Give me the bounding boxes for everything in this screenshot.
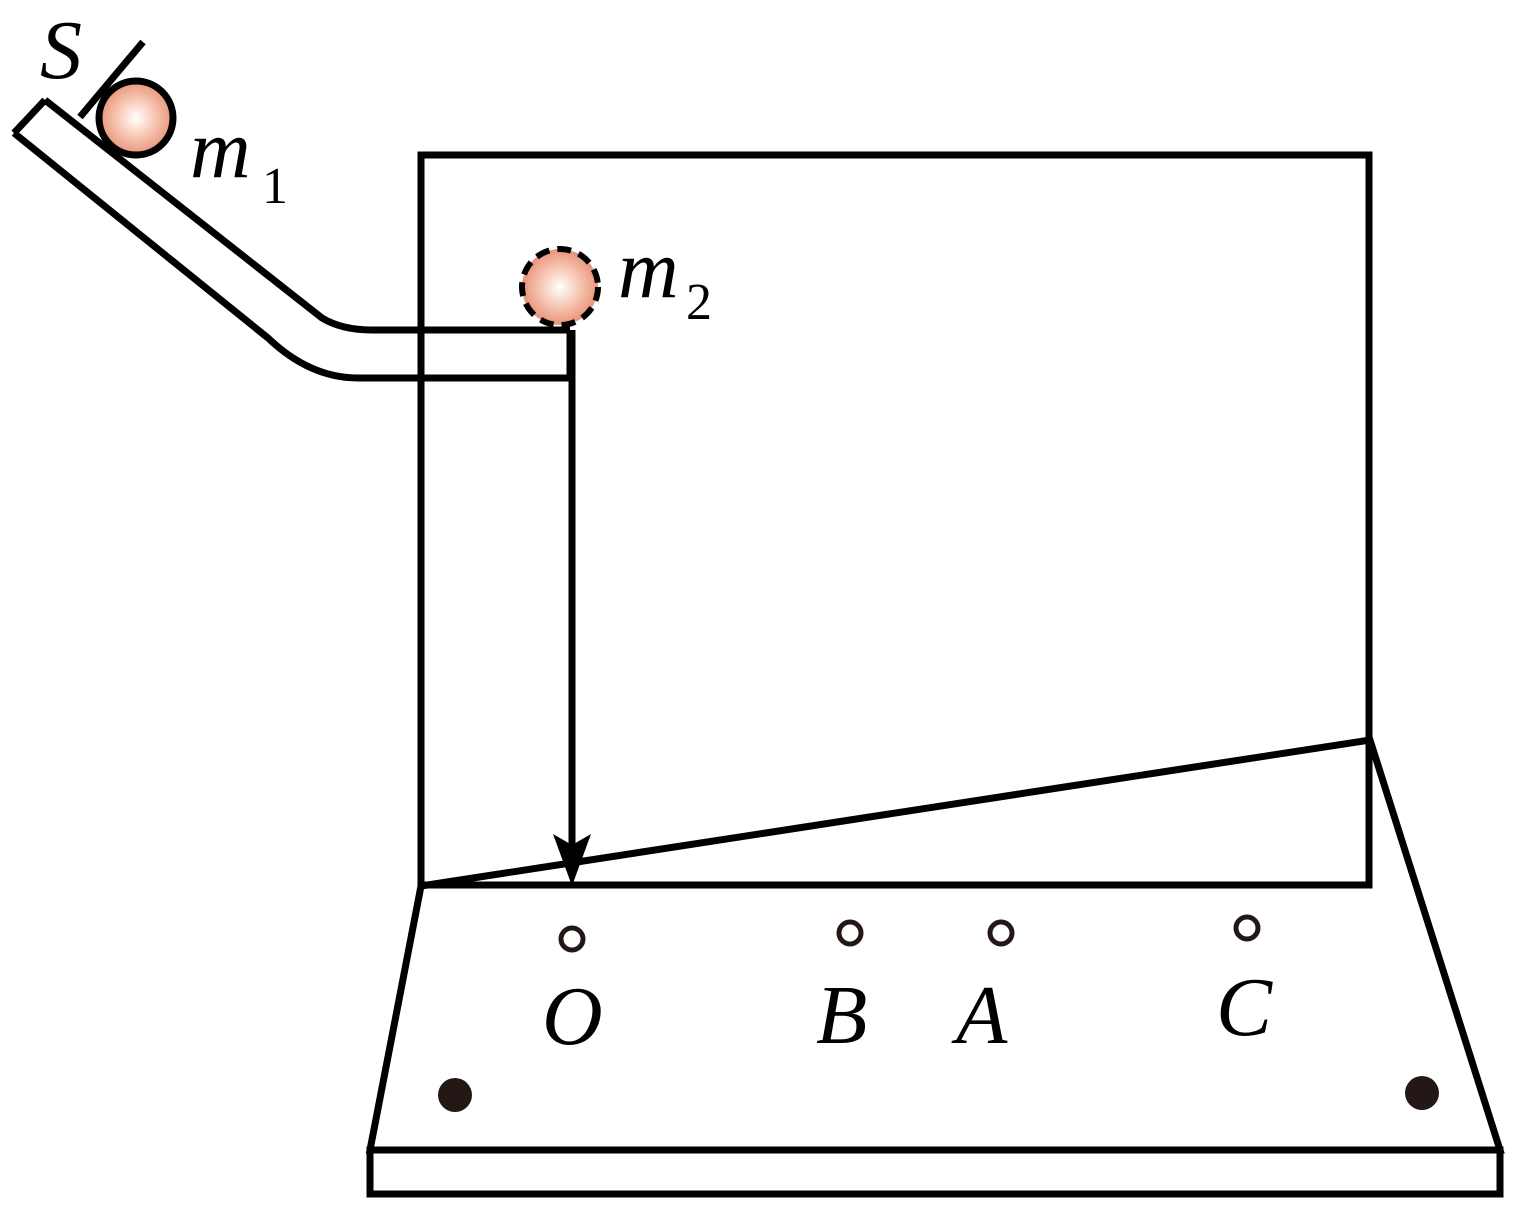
ball-m1	[95, 77, 177, 159]
mark-o	[558, 925, 586, 953]
chute-upper-edge	[42, 97, 570, 334]
label-a: A	[951, 969, 1008, 1062]
label-c: C	[1216, 961, 1273, 1054]
label-m2: m	[618, 223, 679, 316]
base-dot-left	[438, 1078, 472, 1112]
base-dot-right	[1405, 1076, 1439, 1110]
chute-lower-edge	[11, 130, 570, 382]
label-o: O	[542, 970, 603, 1063]
vertical-board	[417, 151, 1373, 889]
ball-m2	[519, 246, 601, 328]
label-m1-subscript: 1	[262, 158, 288, 215]
plumb-line	[553, 330, 591, 886]
base-top-surface	[365, 736, 1505, 1154]
landing-marks	[558, 914, 1261, 953]
mark-c	[1233, 914, 1261, 942]
base-board	[365, 736, 1505, 1198]
chute-track	[11, 97, 574, 382]
label-m1: m	[190, 103, 251, 196]
chute-upper-end-cap	[11, 97, 48, 136]
mark-b	[836, 919, 864, 947]
stopper-s-line	[77, 39, 146, 120]
label-s: S	[40, 4, 82, 97]
label-b: B	[816, 969, 867, 1062]
base-plank	[366, 1146, 1504, 1198]
label-m2-subscript: 2	[686, 274, 712, 331]
plumb-arrow-head	[553, 834, 591, 886]
mark-a	[987, 919, 1015, 947]
